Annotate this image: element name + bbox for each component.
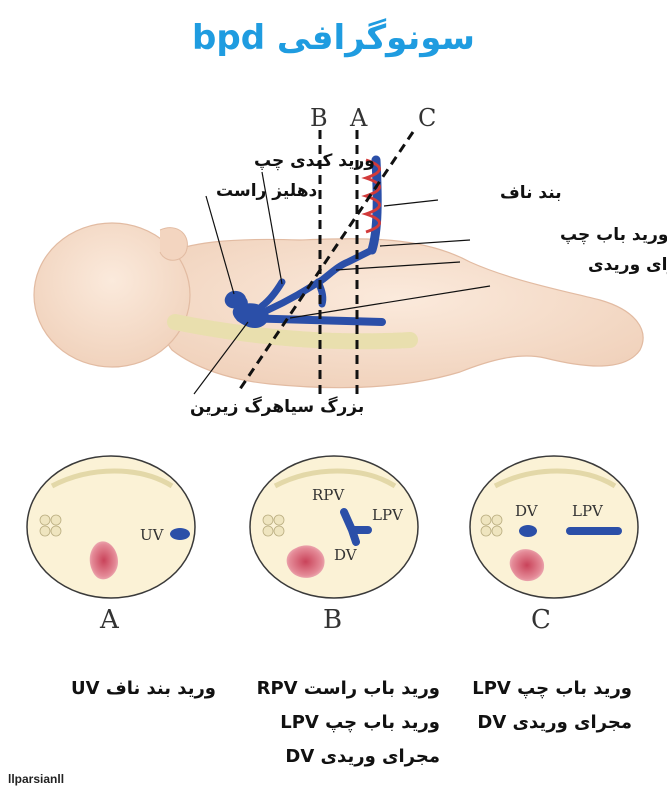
portal-vein-vessel <box>340 508 372 546</box>
section-c: DV LPV C <box>469 455 639 635</box>
left-hepatic-vein-vessel <box>258 278 286 310</box>
label-ductus-venosus: مجرای وریدی <box>588 255 667 275</box>
caption-b-line-2: ورید باب چپ LPV <box>280 712 440 733</box>
label-uv: UV <box>140 526 165 544</box>
heart-shape <box>89 541 118 580</box>
baby-illustration: B A C ورید کبدی چپ دهلیز راست بند ناف ور… <box>33 104 667 417</box>
caption-a-line-1: ورید بند ناف UV <box>71 678 216 699</box>
caption-c-line-1: ورید باب چپ LPV <box>472 678 632 699</box>
line-label-b: B <box>310 104 328 132</box>
uv-vessel <box>170 528 190 540</box>
dv-vessel <box>519 525 537 537</box>
watermark: llparsianll <box>8 772 65 786</box>
section-letter-a: A <box>99 605 120 635</box>
label-ivc: بزرگ سیاهرگ زیرین <box>190 397 364 417</box>
spine <box>167 314 418 350</box>
baby-head <box>33 222 191 368</box>
section-line-c <box>236 131 415 393</box>
baby-torso <box>149 238 644 389</box>
label-left-portal-vein: ورید باب چپ <box>560 225 667 245</box>
label-dv: DV <box>334 546 358 564</box>
section-letter-b: B <box>323 605 342 635</box>
label-right-atrium: دهلیز راست <box>216 181 317 201</box>
section-b: RPV LPV DV B <box>249 455 419 635</box>
label-rpv: RPV <box>312 486 345 504</box>
leader-lines <box>193 171 491 395</box>
lpv-vessel <box>566 527 622 535</box>
baby-ear <box>159 227 188 261</box>
label-lpv: LPV <box>572 502 604 520</box>
heart-shape <box>509 549 545 582</box>
ductus-venosus-vessel <box>264 246 376 314</box>
heart-shape <box>286 545 325 578</box>
section-letter-c: C <box>531 605 551 635</box>
line-label-a: A <box>349 104 368 132</box>
heart-shape <box>232 303 269 329</box>
section-a: UV A <box>26 455 196 635</box>
page-title: سونوگرافی bpd <box>192 18 475 58</box>
label-left-hepatic-vein: ورید کبدی چپ <box>254 151 375 171</box>
label-lpv: LPV <box>372 506 404 524</box>
caption-b-line-1: ورید باب راست RPV <box>256 678 440 699</box>
label-dv: DV <box>515 502 539 520</box>
caption-b-line-3: مجرای وریدی DV <box>285 746 440 767</box>
caption-c-line-2: مجرای وریدی DV <box>477 712 632 733</box>
umbilical-cord-spiral <box>361 158 381 234</box>
line-label-c: C <box>418 104 436 132</box>
label-umbilical-cord: بند ناف <box>500 183 562 203</box>
